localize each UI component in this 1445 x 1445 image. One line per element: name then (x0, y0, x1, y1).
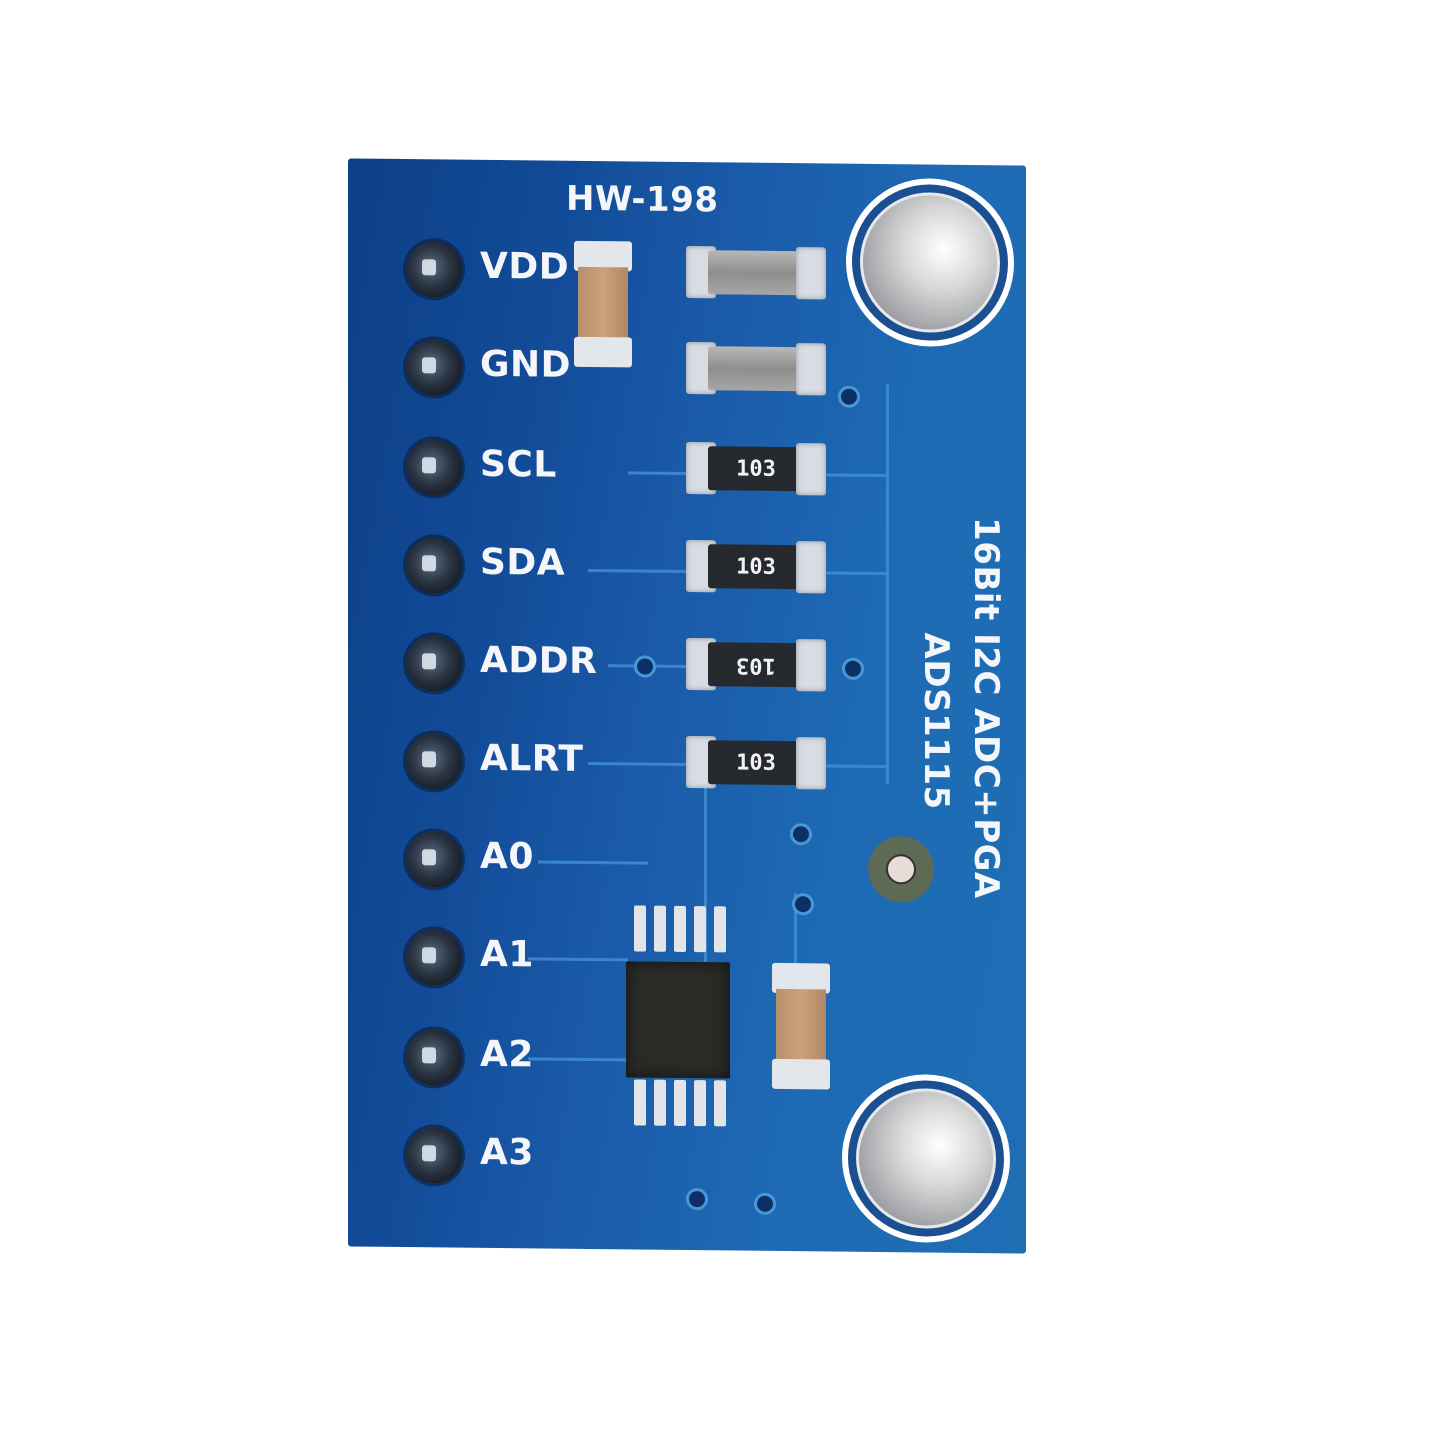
terminal (796, 343, 826, 396)
pin-pad-a3 (406, 1127, 462, 1184)
component-body (708, 346, 804, 392)
resistor-marking: 103 (708, 446, 804, 492)
pcb-board: HW-198 VDD GND SCL SDA ADDR ALRT A0 A1 A… (348, 158, 1026, 1254)
pin-label-sda: SDA (480, 541, 566, 584)
trace (528, 1057, 628, 1062)
terminal (796, 247, 826, 300)
capacitor-body (776, 988, 826, 1064)
ic-pin (654, 1079, 666, 1126)
pin-label-vdd: VDD (480, 245, 570, 288)
pin-pad-sda (406, 537, 462, 594)
trace (528, 957, 628, 962)
terminal (796, 541, 826, 594)
mounting-hole-bottom (842, 1073, 1010, 1244)
model-label: HW-198 (566, 178, 719, 221)
resistor-marking: 103 (736, 652, 776, 678)
capacitor-body (578, 266, 628, 342)
trace (538, 860, 648, 865)
ic-pin (694, 1080, 706, 1127)
terminal (796, 443, 826, 496)
ic-pin (694, 906, 706, 953)
capacitor-c1 (574, 240, 632, 368)
via (790, 823, 812, 846)
pin-label-alrt: ALRT (480, 737, 584, 780)
capacitor-terminal (574, 336, 632, 368)
trace (886, 384, 889, 785)
resistor-r1: 103 (686, 441, 826, 496)
pin-header: VDD GND SCL SDA ADDR ALRT A0 A1 A2 A3 (348, 158, 1026, 1184)
terminal (796, 737, 826, 790)
terminal (796, 639, 826, 692)
via (842, 657, 864, 680)
via (838, 385, 860, 408)
trace (628, 471, 688, 476)
capacitor-terminal (772, 1058, 830, 1090)
via (754, 1192, 776, 1215)
ads1115-chip (348, 158, 1026, 1127)
pin-pad-addr (406, 635, 462, 692)
pin-pad-alrt (406, 733, 462, 790)
pin-label-a3: A3 (480, 1131, 534, 1174)
pin-pad-gnd (406, 339, 462, 396)
resistor-marking: 103 (708, 544, 804, 590)
trace (818, 473, 888, 478)
pin-label-scl: SCL (480, 443, 557, 486)
capacitor-c2 (772, 962, 830, 1090)
component-body (708, 250, 804, 296)
test-point (868, 835, 934, 903)
resistor-body: 103 (708, 642, 804, 688)
ic-pin (714, 906, 726, 953)
resistor-r4: 103 (686, 735, 826, 790)
description-line1: 16Bit I2C ADC+PGA (966, 516, 1006, 900)
resistor-r3: 103 (686, 637, 826, 692)
description-line2: ADS1115 (916, 632, 956, 810)
pin-pad-a1 (406, 929, 462, 986)
mounting-hole-top (846, 177, 1014, 348)
component-cap-2 (686, 341, 826, 396)
pin-label-addr: ADDR (480, 639, 598, 683)
pin-pad-scl (406, 439, 462, 496)
pin-pad-a0 (406, 831, 462, 888)
ic-pin (634, 1079, 646, 1126)
pin-label-a1: A1 (480, 933, 534, 976)
pin-pad-vdd (406, 241, 462, 298)
ic-pin (674, 905, 686, 952)
trace (818, 764, 888, 769)
via (792, 893, 814, 916)
trace (588, 568, 688, 574)
pin-label-a2: A2 (480, 1033, 534, 1076)
via (686, 1187, 708, 1211)
ic-pin (674, 1079, 686, 1126)
pin-label-a0: A0 (480, 835, 534, 878)
trace (818, 571, 888, 576)
via (634, 655, 656, 678)
pin-label-gnd: GND (480, 343, 572, 386)
resistor-r2: 103 (686, 539, 826, 594)
ic-pin (714, 1080, 726, 1127)
ic-pin (634, 905, 646, 952)
ic-body (626, 961, 730, 1079)
component-cap-1 (686, 245, 826, 300)
resistor-marking: 103 (708, 740, 804, 786)
trace (588, 761, 688, 767)
ic-pin (654, 905, 666, 952)
pin-pad-a2 (406, 1029, 462, 1086)
